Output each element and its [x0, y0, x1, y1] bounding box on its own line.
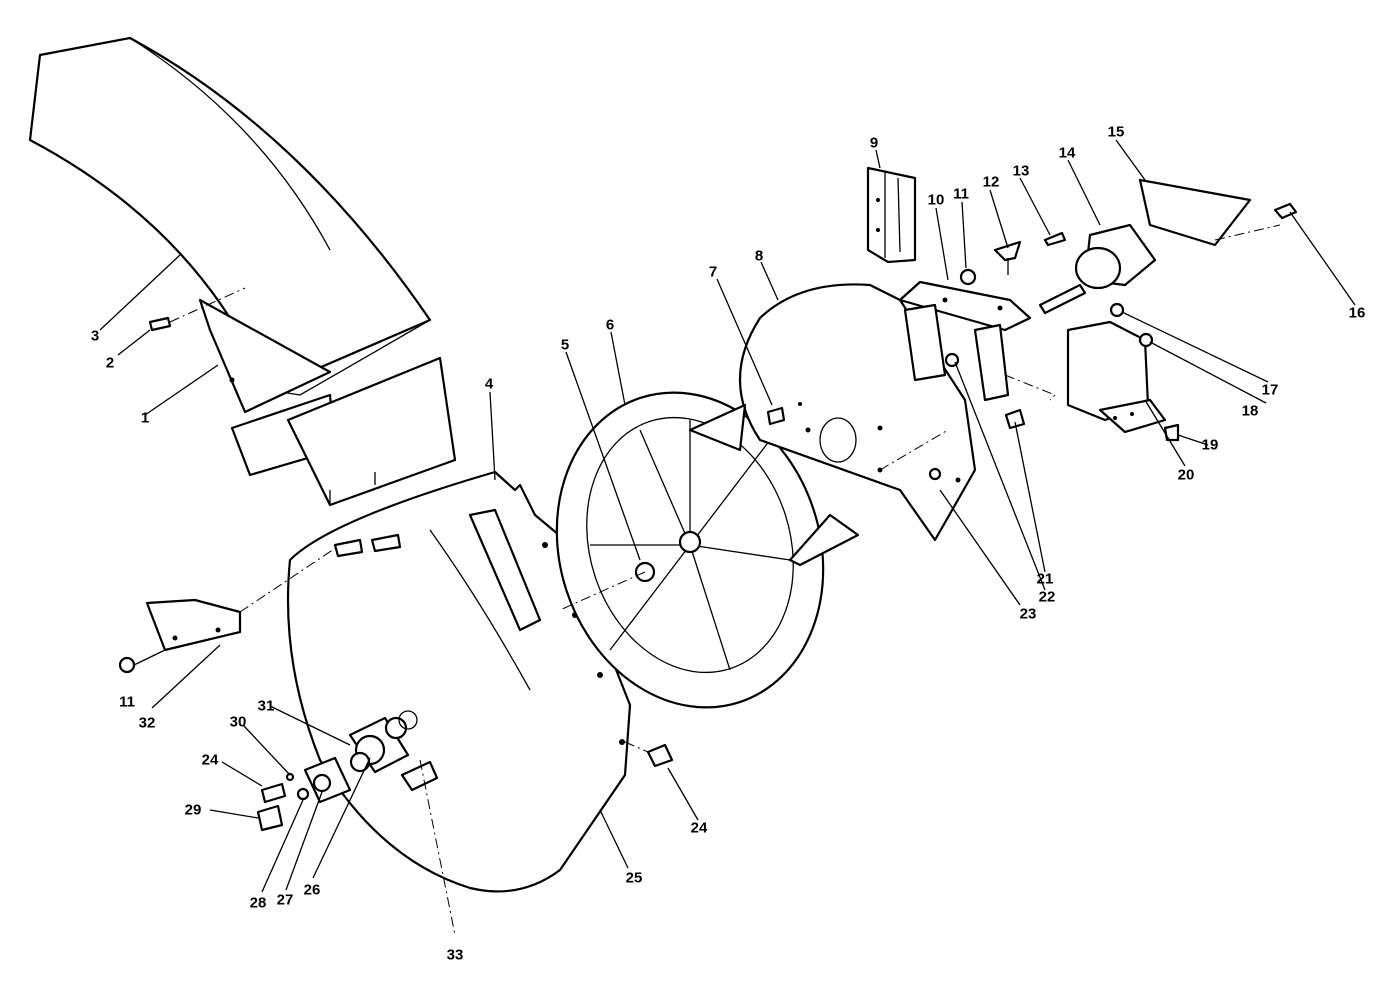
- callout-11-top: 11: [953, 185, 969, 203]
- callout-29: 29: [184, 801, 202, 819]
- callout-7: 7: [708, 263, 718, 281]
- callout-3: 3: [90, 327, 100, 345]
- screw-16: [1273, 202, 1298, 220]
- callout-24-left: 24: [201, 751, 219, 769]
- plate-15: [1138, 178, 1252, 247]
- wing-bolt: [993, 240, 1022, 275]
- nut-top: [959, 268, 977, 286]
- screw-21: [1004, 408, 1026, 430]
- callout-11-left: 11: [119, 693, 135, 711]
- callout-5: 5: [560, 336, 570, 354]
- callout-15: 15: [1107, 123, 1125, 141]
- callout-25: 25: [625, 869, 643, 887]
- callout-10: 10: [927, 191, 945, 209]
- bearing-flange-assembly: [256, 710, 439, 832]
- callout-32: 32: [138, 714, 156, 732]
- nut-17: [1109, 302, 1125, 318]
- callout-4: 4: [484, 375, 494, 393]
- callout-8: 8: [754, 247, 764, 265]
- callout-27: 27: [276, 891, 294, 909]
- blower-housing: [286, 470, 632, 893]
- chute-deflector-panel: [198, 298, 332, 414]
- washer-23: [928, 467, 942, 481]
- impeller-blades: [688, 403, 860, 567]
- nut-left: [118, 649, 166, 674]
- callout-17: 17: [1261, 381, 1279, 399]
- callout-28: 28: [249, 894, 267, 912]
- callout-31: 31: [257, 697, 275, 715]
- callout-20: 20: [1177, 466, 1195, 484]
- callout-16: 16: [1348, 304, 1366, 322]
- callout-22: 22: [1038, 588, 1056, 606]
- callout-1: 1: [140, 409, 150, 427]
- bracket-9: [866, 166, 917, 264]
- callout-26: 26: [303, 881, 321, 899]
- callout-14: 14: [1058, 144, 1076, 162]
- callout-19: 19: [1201, 436, 1219, 454]
- motor: [1038, 223, 1157, 315]
- callout-13: 13: [1012, 162, 1030, 180]
- callout-24-right: 24: [690, 819, 708, 837]
- callout-23: 23: [1019, 605, 1037, 623]
- callout-33: 33: [446, 946, 464, 964]
- screw-7: [766, 402, 802, 426]
- bracket-left: [145, 598, 242, 652]
- callout-6: 6: [605, 316, 615, 334]
- callout-9: 9: [869, 134, 879, 152]
- callout-2: 2: [105, 354, 115, 372]
- screw-2: [148, 316, 172, 332]
- screw-19: [1163, 423, 1180, 442]
- callout-21: 21: [1036, 570, 1054, 588]
- mounting-bracket-10: [898, 280, 1032, 402]
- nut-18: [1138, 332, 1154, 348]
- callout-18: 18: [1241, 402, 1259, 420]
- chute-adapter: [230, 356, 457, 507]
- callout-30: 30: [229, 713, 247, 731]
- bolt-24-right: [646, 743, 674, 768]
- callout-12: 12: [982, 173, 1000, 191]
- leader-lines: [99, 139, 1356, 893]
- pin-13: [1043, 231, 1067, 247]
